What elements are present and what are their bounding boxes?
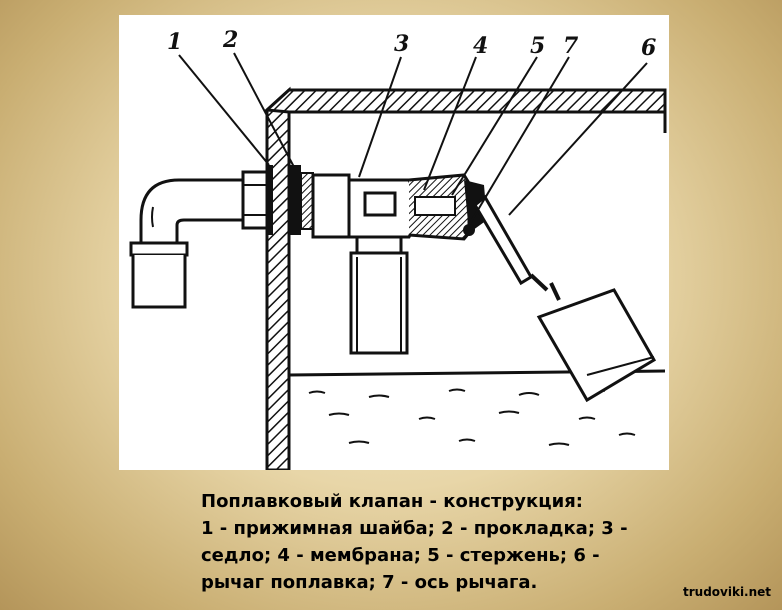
diagram-caption: Поплавковый клапан - конструкция: 1 - пр… <box>201 488 641 596</box>
union-nut <box>241 165 273 235</box>
site-watermark: trudoviki.net <box>683 585 772 599</box>
float <box>536 288 657 403</box>
caption-line: рычаг поплавка; 7 - ось рычага. <box>201 572 538 593</box>
float-valve-drawing: 1 2 3 4 5 7 6 <box>129 27 667 470</box>
lever-assembly <box>463 194 561 301</box>
callout-2: 2 <box>222 27 238 53</box>
callout-7: 7 <box>563 33 579 59</box>
caption-line: седло; 4 - мембрана; 5 - стержень; 6 - <box>201 545 600 566</box>
callout-4: 4 <box>473 33 488 59</box>
diagram-panel: 1 2 3 4 5 7 6 <box>119 15 669 470</box>
leader-lines <box>178 52 648 226</box>
tank-wall <box>263 86 667 470</box>
callout-6: 6 <box>641 35 656 61</box>
inlet-pipe-elbow <box>129 178 246 309</box>
valve-body <box>311 173 416 355</box>
callout-1: 1 <box>167 29 182 55</box>
washer-and-gasket <box>289 165 314 235</box>
caption-line: 1 - прижимная шайба; 2 - прокладка; 3 - <box>201 518 628 539</box>
callout-3: 3 <box>394 31 409 57</box>
caption-title: Поплавковый клапан - конструкция: <box>201 491 583 512</box>
callout-5: 5 <box>530 33 545 59</box>
